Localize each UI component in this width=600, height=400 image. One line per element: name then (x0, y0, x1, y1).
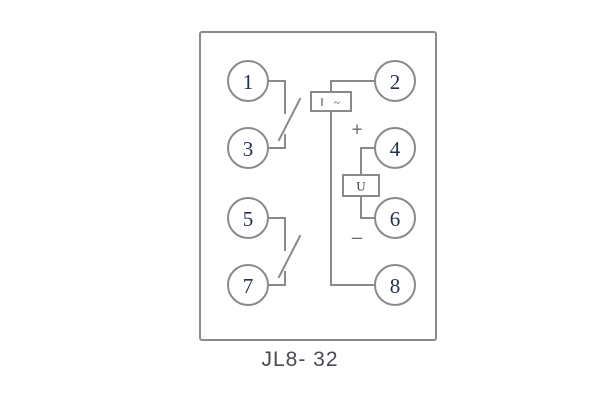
contact-lower-blade (277, 234, 302, 279)
current-coil-box (310, 91, 352, 112)
voltage-circuit-wiring (360, 147, 376, 219)
current-coil-label: I (320, 97, 324, 109)
current-circuit-wiring (330, 80, 376, 286)
terminal-2[interactable]: 2 (374, 60, 416, 102)
voltage-coil-label: U (356, 179, 366, 194)
plus-polarity-mark: + (351, 120, 362, 141)
terminal-1[interactable]: 1 (227, 60, 269, 102)
terminal-6[interactable]: 6 (374, 197, 416, 239)
terminal-1-label: 1 (243, 70, 254, 94)
relay-enclosure-outline (199, 31, 437, 341)
terminal-8-circle[interactable] (374, 264, 416, 306)
terminal-6-label: 6 (390, 207, 401, 231)
diagram-caption: JL8- 32 (261, 348, 339, 371)
wire-terminal2-to-current-coil (330, 80, 376, 93)
terminal-5[interactable]: 5 (227, 197, 269, 239)
voltage-coil-box (342, 174, 380, 197)
terminal-4-label: 4 (390, 137, 401, 161)
terminal-7-circle[interactable] (227, 264, 269, 306)
minus-polarity-mark: – (352, 228, 363, 249)
contact-lower-fixed-lead-5 (267, 217, 286, 251)
contact-upper (267, 80, 302, 149)
terminal-8-label: 8 (390, 274, 401, 298)
contact-upper-blade (277, 97, 302, 142)
terminal-7[interactable]: 7 (227, 264, 269, 306)
terminal-2-label: 2 (390, 70, 401, 94)
wire-voltage-coil-to-terminal6 (360, 195, 376, 219)
wire-current-coil-to-terminal8 (330, 110, 376, 286)
terminal-3[interactable]: 3 (227, 127, 269, 169)
terminal-5-circle[interactable] (227, 197, 269, 239)
contact-upper-fixed-lead-3 (267, 134, 286, 149)
current-coil-symbol: I ~ (310, 91, 352, 112)
terminal-8[interactable]: 8 (374, 264, 416, 306)
contact-upper-fixed-lead-1 (267, 80, 286, 114)
contact-lower-fixed-lead-7 (267, 271, 286, 286)
contact-lower (267, 217, 302, 286)
terminal-3-circle[interactable] (227, 127, 269, 169)
terminal-2-circle[interactable] (374, 60, 416, 102)
terminal-6-circle[interactable] (374, 197, 416, 239)
wire-terminal4-to-voltage-coil (360, 147, 376, 176)
voltage-coil-symbol: U (342, 174, 380, 197)
terminal-7-label: 7 (243, 274, 254, 298)
terminal-1-circle[interactable] (227, 60, 269, 102)
current-coil-ac-symbol: ~ (334, 97, 340, 109)
terminal-3-label: 3 (243, 137, 254, 161)
terminal-4-circle[interactable] (374, 127, 416, 169)
terminal-4[interactable]: 4 (374, 127, 416, 169)
terminal-5-label: 5 (243, 207, 254, 231)
